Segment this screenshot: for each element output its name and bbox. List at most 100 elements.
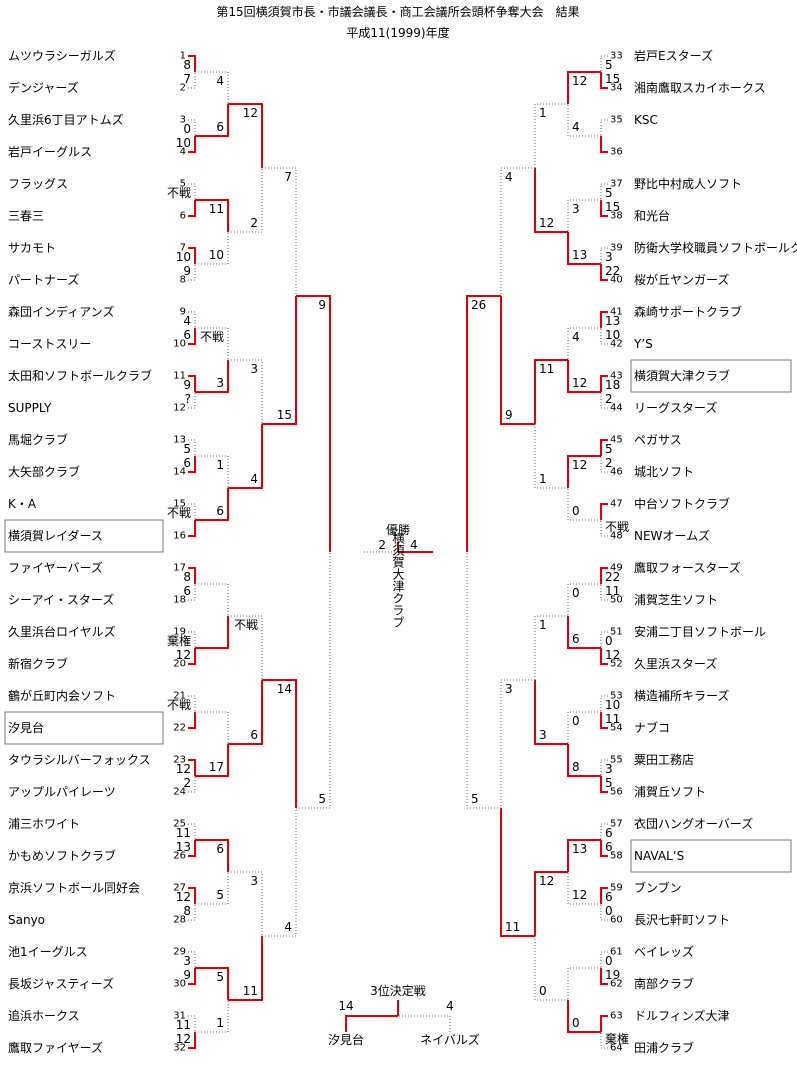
- seed-number: 17: [173, 563, 186, 574]
- final-right-score: 4: [410, 538, 418, 552]
- score-label: 2: [250, 216, 258, 230]
- score-label: 11: [176, 826, 191, 840]
- bracket-connector: [567, 488, 601, 521]
- bracket-connector: [600, 520, 608, 537]
- score-label: 12: [605, 648, 620, 662]
- seed-number: 40: [610, 275, 623, 286]
- seed-number: 41: [610, 307, 623, 318]
- score-label: 0: [605, 904, 613, 918]
- bracket-connector: [534, 168, 568, 233]
- team-name: デンジャーズ: [8, 80, 79, 95]
- score-label: 3: [505, 682, 513, 696]
- seed-number: 52: [610, 659, 623, 670]
- score-label: 6: [216, 120, 224, 134]
- bracket-connector: [534, 871, 568, 936]
- seed-number: 33: [610, 51, 623, 62]
- bracket-connector: [567, 839, 601, 872]
- seed-number: 9: [180, 307, 186, 318]
- bracket-connector: [600, 631, 608, 648]
- score-label: 5: [605, 442, 613, 456]
- score-label: 12: [539, 216, 554, 230]
- seed-number: 47: [610, 499, 623, 510]
- team-name: 鶴が丘町内会ソフト: [8, 688, 116, 703]
- team-name: 馬堀クラブ: [8, 432, 68, 447]
- bracket-connector: [600, 904, 608, 921]
- bracket-connector: [296, 552, 331, 809]
- seed-number: 64: [610, 1043, 623, 1054]
- seed-number: 28: [173, 915, 186, 926]
- score-label: 不戦: [234, 618, 258, 632]
- team-name: 田浦クラブ: [634, 1040, 694, 1055]
- third-place-connector: [398, 1015, 451, 1032]
- team-name: 桜が丘ヤンガーズ: [634, 272, 729, 287]
- bracket-connector: [195, 488, 229, 521]
- third-place-label: 3位決定戦: [370, 983, 426, 998]
- bracket-connector: [188, 247, 196, 264]
- bracket-connector: [262, 167, 297, 296]
- bracket-connector: [195, 744, 229, 777]
- bracket-connector: [195, 967, 229, 1000]
- score-label: 6: [216, 842, 224, 856]
- seed-number: 56: [610, 787, 623, 798]
- team-name: 横須賀大津クラブ: [634, 368, 730, 383]
- team-name: 森崎サポートクラブ: [634, 304, 742, 319]
- score-label: 4: [284, 920, 292, 934]
- seed-number: 10: [173, 339, 186, 350]
- score-label: ?: [185, 392, 191, 406]
- score-label: 15: [277, 408, 292, 422]
- score-label: 12: [572, 74, 587, 88]
- bracket-connector: [567, 1000, 601, 1033]
- score-label: 11: [539, 362, 554, 376]
- score-label: 2: [183, 776, 191, 790]
- third-place-connector: [345, 1015, 398, 1032]
- bracket-connector: [600, 456, 608, 473]
- score-label: 10: [176, 250, 191, 264]
- score-label: 11: [243, 984, 258, 998]
- bracket-connector: [600, 1032, 608, 1049]
- score-label: 12: [176, 648, 191, 662]
- bracket-connector: [600, 183, 608, 200]
- bracket-connector: [567, 967, 601, 1000]
- score-label: 9: [318, 298, 326, 312]
- team-name: 久里浜スターズ: [634, 656, 717, 671]
- score-label: 5: [605, 58, 613, 72]
- seed-number: 25: [173, 819, 186, 830]
- team-name: リーグスターズ: [634, 400, 717, 415]
- score-label: 10: [176, 136, 191, 150]
- seed-number: 6: [180, 211, 186, 222]
- score-label: 5: [318, 792, 326, 806]
- score-label: 6: [605, 890, 613, 904]
- team-name: タウラシルバーフォックス: [8, 753, 151, 767]
- seed-number: 63: [610, 1011, 623, 1022]
- bracket-connector: [188, 456, 196, 473]
- bracket-connector: [567, 232, 601, 265]
- score-label: 8: [183, 570, 191, 584]
- team-name: 野比中村成人ソフト: [634, 176, 742, 191]
- team-name: 安浦二丁目ソフトボール: [634, 624, 766, 639]
- seed-number: 21: [173, 691, 186, 702]
- bracket-connector: [228, 424, 263, 489]
- bracket-connector: [534, 359, 568, 424]
- bracket-connector: [195, 583, 229, 616]
- bracket-connector: [195, 455, 229, 488]
- score-label: 6: [183, 584, 191, 598]
- bracket-connector: [228, 871, 263, 936]
- bracket-connector: [188, 72, 196, 89]
- score-label: 6: [250, 728, 258, 742]
- bracket-connector: [195, 327, 229, 360]
- seed-number: 59: [610, 883, 623, 894]
- team-name: NAVAL’S: [634, 849, 684, 863]
- bracket-connector: [188, 311, 196, 328]
- team-name: ムツウラシーガルズ: [8, 48, 116, 63]
- score-label: 12: [176, 890, 191, 904]
- seed-number: 22: [173, 723, 186, 734]
- bracket-connector: [188, 631, 196, 648]
- team-name: サカモト: [8, 241, 56, 255]
- bracket-connector: [567, 744, 601, 777]
- seed-number: 58: [610, 851, 623, 862]
- bracket-connector: [262, 808, 297, 937]
- seed-number: 4: [180, 147, 186, 158]
- bracket-connector: [188, 1032, 196, 1049]
- bracket-connector: [296, 295, 331, 552]
- seed-number: 34: [610, 83, 623, 94]
